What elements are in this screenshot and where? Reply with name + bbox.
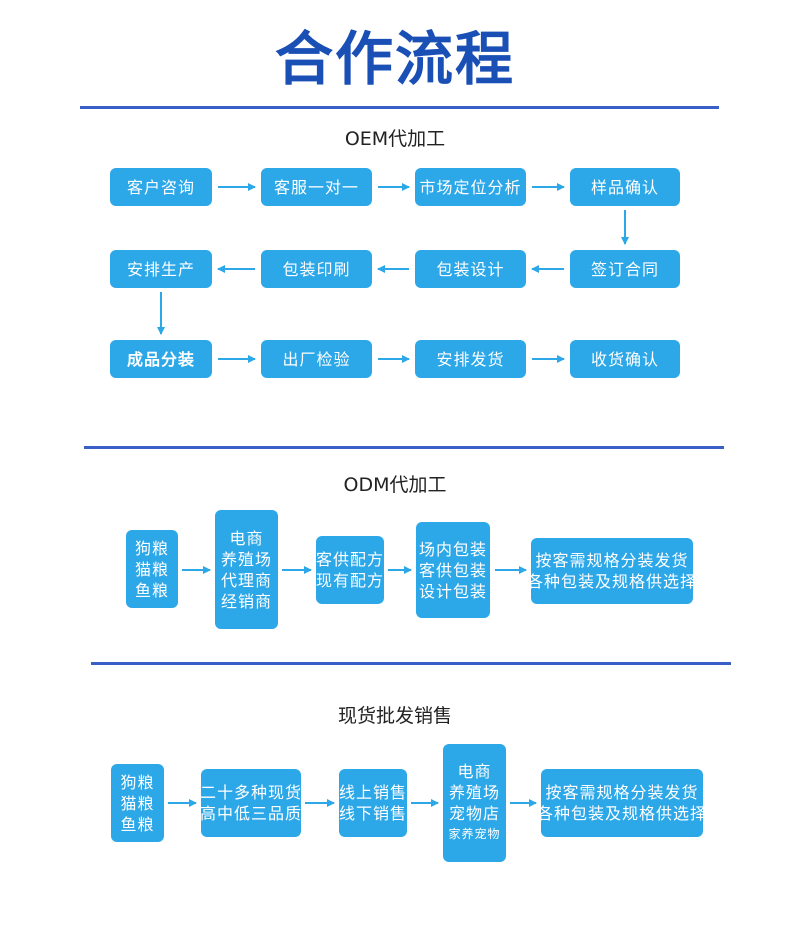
wholesale-delivery-box: 按客需规格分装发货 各种包装及规格供选择 <box>537 769 706 837</box>
divider <box>91 662 731 665</box>
oem-step-7: 包装印刷 <box>261 250 372 288</box>
wholesale-customer: 家养宠物 <box>448 827 501 841</box>
wholesale-heading: 现货批发销售 <box>337 705 452 727</box>
odm-delivery-box: 按客需规格分装发货 各种包装及规格供选择 <box>527 538 696 604</box>
wholesale-product: 猫粮 <box>120 793 155 813</box>
odm-heading: ODM代加工 <box>343 474 447 496</box>
wholesale-delivery: 按客需规格分装发货 <box>545 783 699 802</box>
wholesale-sales-box: 线上销售 线下销售 <box>339 769 407 837</box>
odm-channel: 电商 <box>229 528 264 548</box>
oem-step-12: 收货确认 <box>570 340 680 378</box>
oem-step-9: 成品分装 <box>110 340 212 378</box>
odm-channel: 养殖场 <box>220 549 272 569</box>
divider <box>80 106 719 109</box>
oem-step-1: 客户咨询 <box>110 168 212 206</box>
odm-product: 猫粮 <box>134 559 169 579</box>
odm-packaging: 设计包装 <box>419 581 488 601</box>
odm-product: 鱼粮 <box>134 580 169 600</box>
page-title: 合作流程 <box>274 25 515 93</box>
wholesale-customer: 宠物店 <box>448 804 500 823</box>
odm-formula-box: 客供配方 现有配方 <box>316 536 384 604</box>
wholesale-customer: 养殖场 <box>448 783 500 802</box>
oem-step-10: 出厂检验 <box>261 340 372 378</box>
wholesale-stock-box: 二十多种现货 高中低三品质 <box>200 769 303 837</box>
wholesale-product: 狗粮 <box>120 772 155 792</box>
odm-channel: 经销商 <box>220 591 272 611</box>
odm-delivery: 按客需规格分装发货 <box>535 551 689 570</box>
wholesale-sales: 线上销售 <box>339 783 408 802</box>
odm-formula: 现有配方 <box>316 571 385 590</box>
wholesale-product: 鱼粮 <box>120 814 155 834</box>
wholesale-customer: 电商 <box>457 762 492 781</box>
divider <box>84 446 724 449</box>
odm-product: 狗粮 <box>134 538 169 558</box>
oem-step-4: 样品确认 <box>570 168 680 206</box>
oem-step-11: 安排发货 <box>415 340 526 378</box>
wholesale-sales: 线下销售 <box>339 804 408 823</box>
odm-packaging: 客供包装 <box>419 560 488 580</box>
oem-step-5: 签订合同 <box>570 250 680 288</box>
oem-step-6: 包装设计 <box>415 250 526 288</box>
odm-delivery: 各种包装及规格供选择 <box>527 572 698 591</box>
oem-step-3: 市场定位分析 <box>415 168 526 206</box>
oem-step-2: 客服一对一 <box>261 168 372 206</box>
odm-packaging: 场内包装 <box>419 539 488 559</box>
odm-channels-box: 电商 养殖场 代理商 经销商 <box>215 510 278 629</box>
odm-packaging-box: 场内包装 客供包装 设计包装 <box>416 522 490 618</box>
odm-formula: 客供配方 <box>316 550 385 569</box>
wholesale-delivery: 各种包装及规格供选择 <box>537 804 708 823</box>
wholesale-customers-box: 电商 养殖场 宠物店 家养宠物 <box>443 744 506 862</box>
odm-channel: 代理商 <box>220 570 272 590</box>
oem-step-8: 安排生产 <box>110 250 212 288</box>
wholesale-products-box: 狗粮 猫粮 鱼粮 <box>111 764 164 842</box>
odm-products-box: 狗粮 猫粮 鱼粮 <box>126 530 178 608</box>
oem-heading: OEM代加工 <box>344 128 446 150</box>
wholesale-stock: 高中低三品质 <box>200 804 303 823</box>
wholesale-stock: 二十多种现货 <box>200 783 303 802</box>
